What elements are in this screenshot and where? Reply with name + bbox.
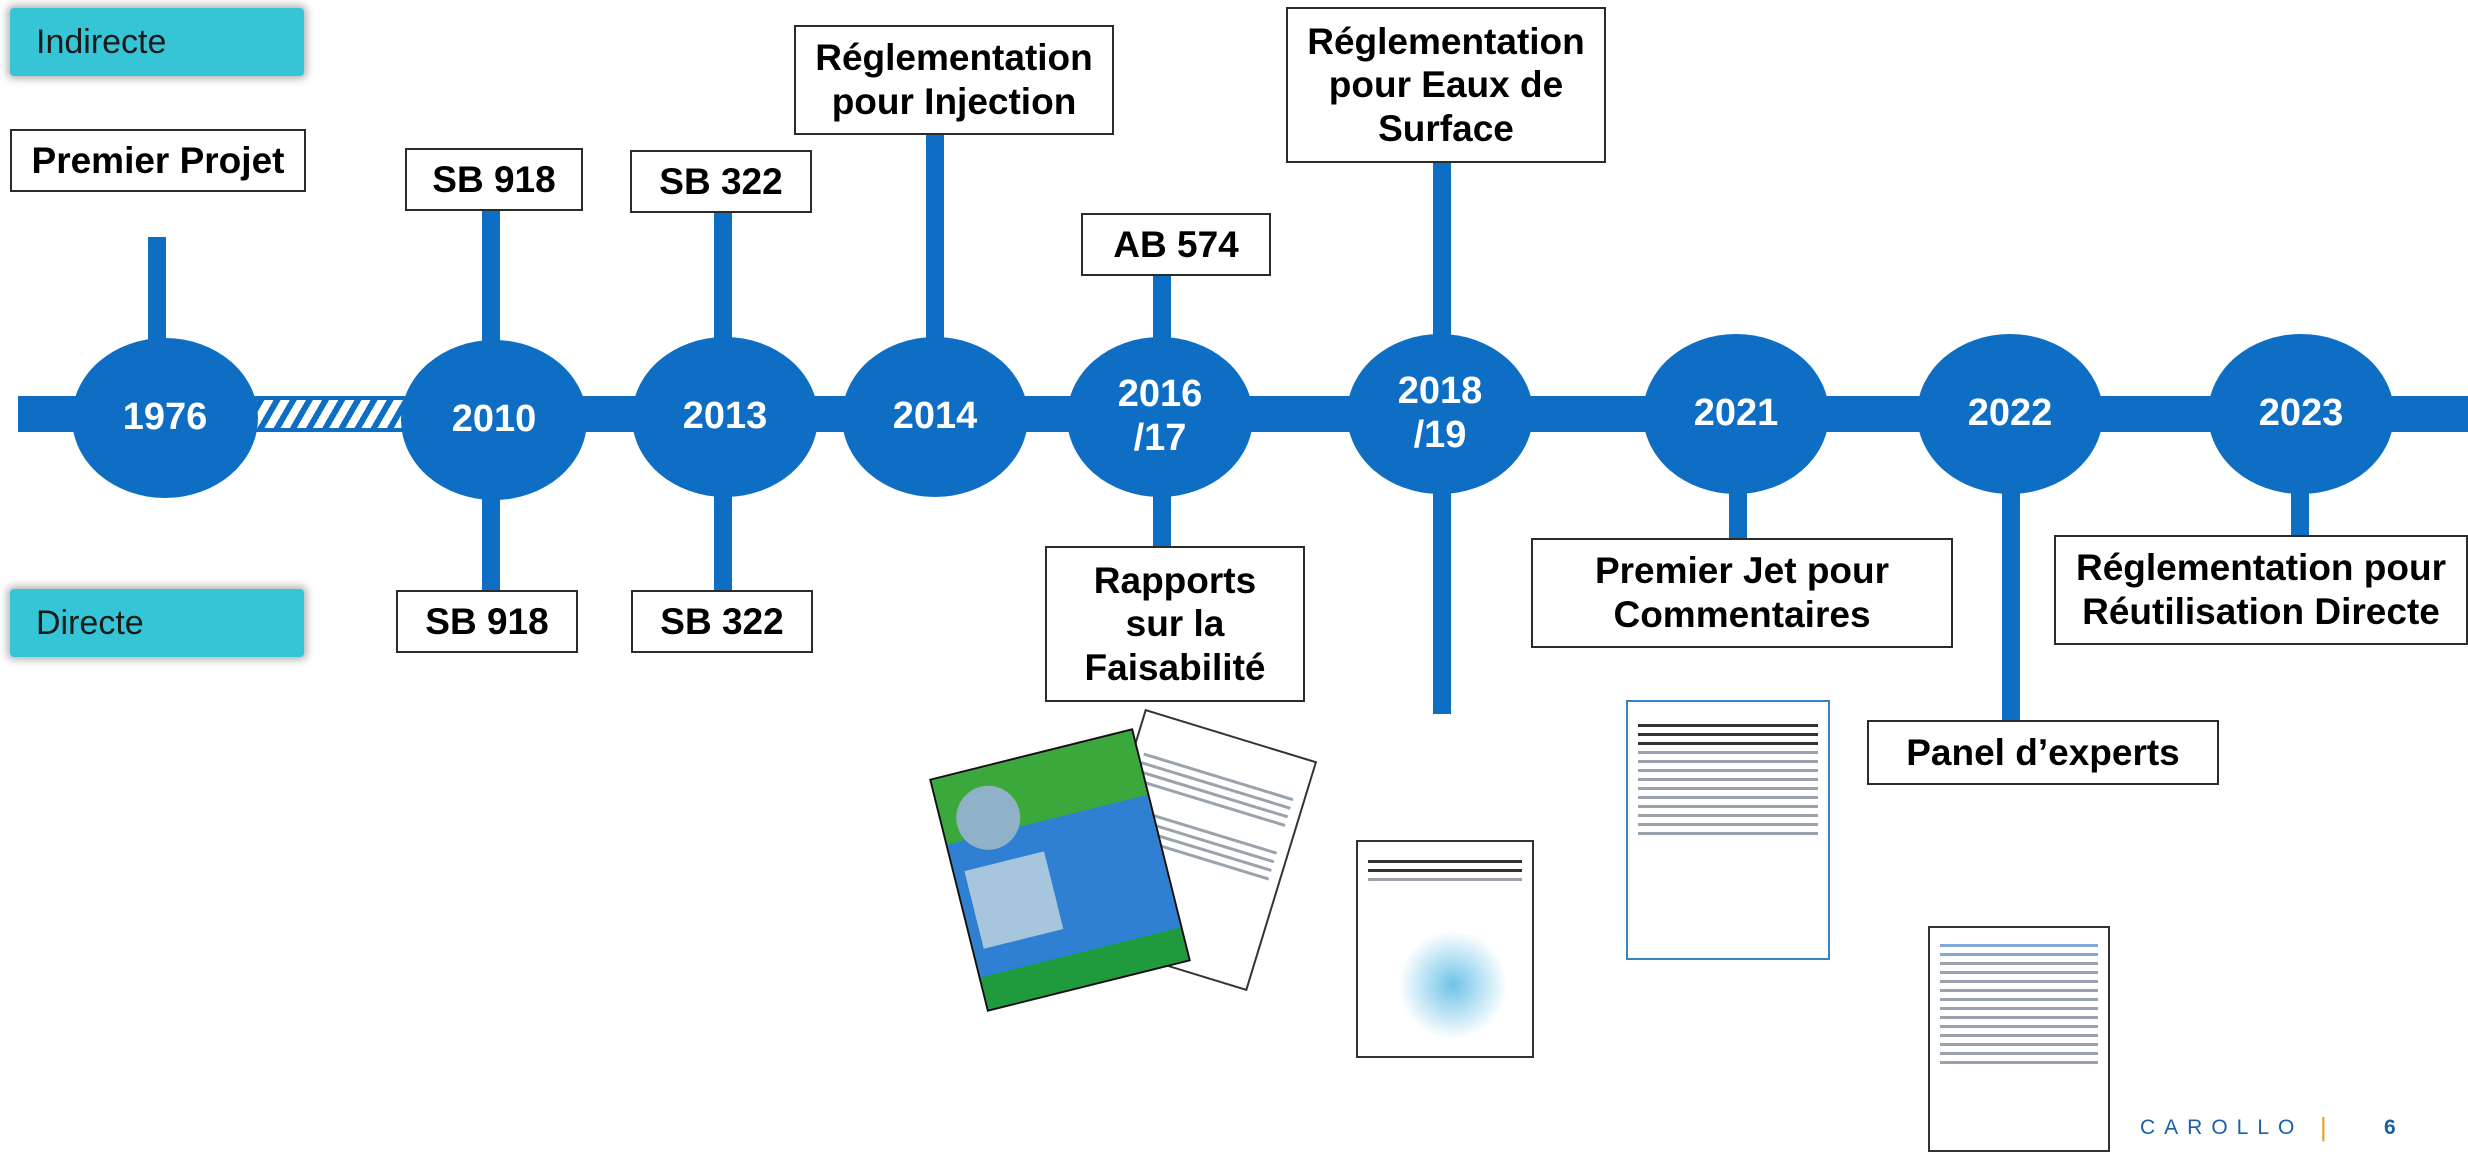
legend-direct: Directe [10,589,304,657]
event-premier-projet: Premier Projet [10,129,306,192]
document-thumbnail-framework-table-of-contents [1928,926,2110,1152]
year-2023: 2023 [2208,334,2394,494]
connector-2023-bottom [2291,482,2309,538]
year-2018-19: 2018 /19 [1347,334,1533,494]
year-2010: 2010 [401,340,587,500]
event-premier-jet: Premier Jet pour Commentaires [1531,538,1953,648]
event-sb322-bottom: SB 322 [631,590,813,653]
event-sb918-bottom: SB 918 [396,590,578,653]
event-reglementation-injection: Réglementation pour Injection [794,25,1114,135]
event-rapports-faisabilite: Rapports sur la Faisabilité [1045,546,1305,702]
footer-separator: | [2320,1112,2327,1142]
document-thumbnail-expert-panel-report [1356,840,1534,1058]
event-ab574: AB 574 [1081,213,1271,276]
event-sb918-top: SB 918 [405,148,583,211]
connector-2016-bottom [1153,488,1171,548]
event-sb322-top: SB 322 [630,150,812,213]
event-reglementation-eaux-surface: Réglementation pour Eaux de Surface [1286,7,1606,163]
connector-2010-bottom [482,480,500,590]
connector-2013-bottom [714,478,732,590]
year-1976: 1976 [72,338,258,498]
year-2022: 2022 [1917,334,2103,494]
event-panel-experts: Panel d’experts [1867,720,2219,785]
event-reglementation-reutilisation: Réglementation pour Réutilisation Direct… [2054,535,2468,645]
timeline-hatched-segment [255,398,405,430]
year-2013: 2013 [632,337,818,497]
connector-2013-top [714,212,732,352]
connector-2021-bottom [1729,482,1747,540]
connector-2010-top [482,210,500,350]
year-2021: 2021 [1643,334,1829,494]
footer-page-number: 6 [2384,1116,2396,1139]
year-2014: 2014 [842,337,1028,497]
document-thumbnail-draft-criteria [1626,700,1830,960]
connector-2018-top [1433,160,1451,350]
year-2016-17: 2016 /17 [1067,337,1253,497]
connector-2022-bottom [2002,482,2020,722]
footer-brand: CAROLLO [2140,1116,2304,1139]
legend-indirect: Indirecte [10,8,304,76]
connector-2018-bottom [1433,484,1451,714]
connector-2016-top [1153,274,1171,350]
connector-2014-top [926,134,944,349]
connector-1976-top [148,237,166,347]
